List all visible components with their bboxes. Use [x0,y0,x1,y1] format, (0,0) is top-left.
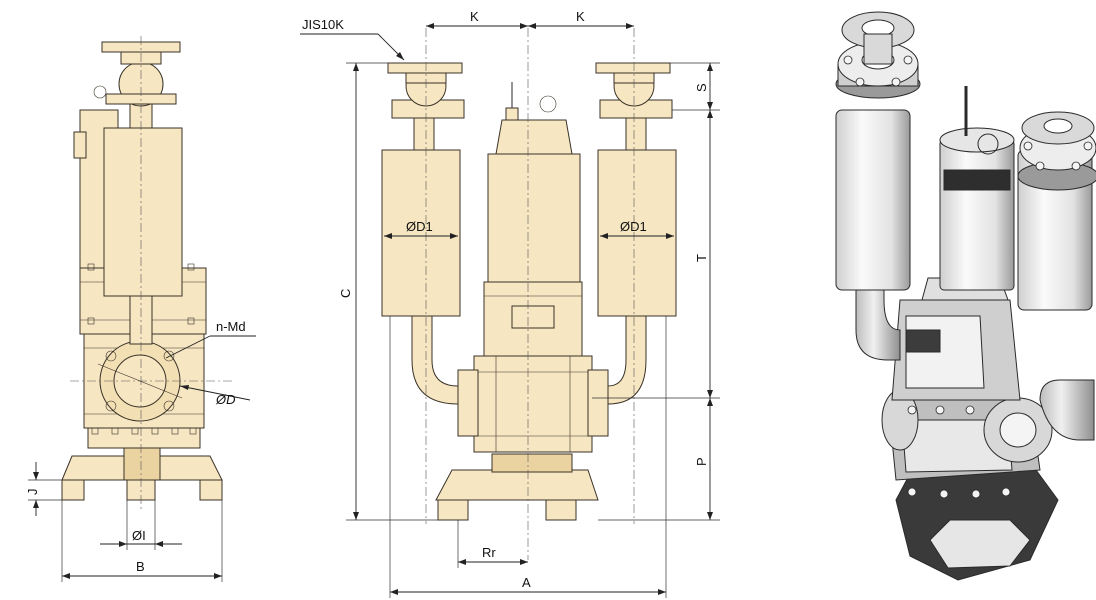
pump-3d-render [835,11,1096,581]
side-base-foot-right [199,479,223,501]
side-base-foot-left [61,479,85,501]
side-base-center-block [123,445,161,481]
label-d1-right: ØD1 [620,219,647,234]
front-nozzle-right [587,369,609,437]
front-top-flange-right [595,62,671,74]
side-lower-casing [87,427,201,449]
label-n-md: n-Md [216,319,246,334]
front-base [435,469,599,501]
front-float-tank-right [597,149,677,317]
label-s: S [694,83,709,92]
front-pump-casing [473,355,593,453]
label-p: P [694,457,709,466]
front-lifting-eye [539,95,557,113]
front-motor-upper [487,153,581,283]
label-k-left: K [470,9,479,24]
label-k-right: K [576,9,585,24]
front-motor-cap [495,119,573,155]
side-view: n-Md ØD J ØI B [25,36,256,582]
front-float-tank-left [381,149,461,317]
label-rr: Rr [482,545,496,560]
label-d: ØD [215,392,236,407]
label-b: B [136,559,145,574]
label-d1-left: ØD1 [406,219,433,234]
front-u-pipe-right [607,315,647,405]
side-cable-box [73,131,87,159]
label-j: J [25,489,40,496]
front-view: JIS10K K K ØD1 ØD1 C S [300,9,720,598]
front-u-pipe-left [411,315,459,405]
front-top-flange-left [387,62,463,74]
label-a: A [522,575,531,590]
front-nozzle-left [457,369,479,437]
side-float-tank [103,127,183,297]
label-jis10k: JIS10K [302,17,344,32]
label-t: T [694,254,709,262]
label-i: ØI [132,528,146,543]
label-c: C [338,289,353,298]
